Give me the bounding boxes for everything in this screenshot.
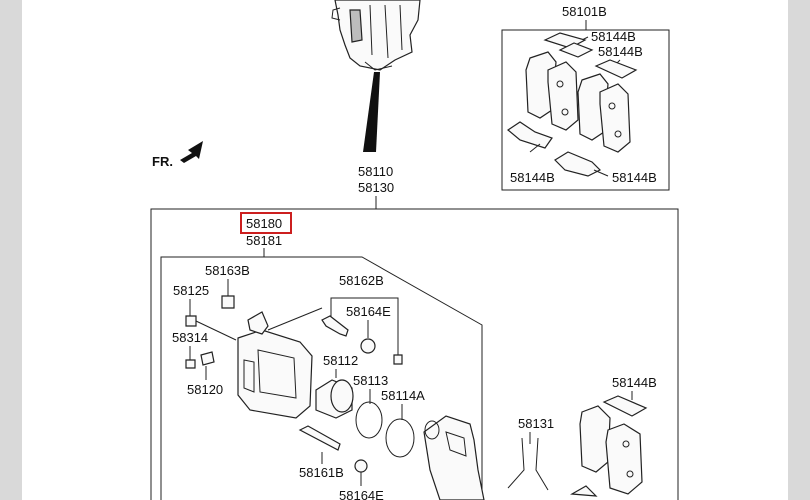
label-guide-bolt-lower: 58161B (299, 465, 344, 480)
label-bleeder-cap: 58163B (205, 263, 250, 278)
label-spring: 58131 (518, 416, 554, 431)
caliper-overview-illustration (331, 0, 421, 152)
label-guide-bolt-upper: 58162B (339, 273, 384, 288)
label-clip-b: 58144B (598, 44, 643, 59)
label-pad-kit: 58101B (562, 4, 607, 19)
direction-label: FR. (152, 154, 173, 169)
label-clip-c: 58144B (510, 170, 555, 185)
diagram-sheet (22, 0, 788, 500)
label-bolt-120: 58120 (187, 382, 223, 397)
label-clip-e: 58144B (612, 375, 657, 390)
label-caliper-lh: 58110 (358, 164, 393, 179)
label-caliper-assy-2: 58181 (246, 233, 282, 248)
caliper-assembly-box (150, 208, 679, 500)
subassembly-outline (160, 256, 483, 500)
leader-arrow (363, 72, 380, 152)
label-boot-upper: 58164E (346, 304, 391, 319)
label-piston: 58112 (323, 353, 358, 368)
label-seal-piston: 58113 (353, 373, 388, 388)
label-caliper-rh: 58130 (358, 180, 394, 195)
label-bleeder-screw: 58125 (173, 283, 209, 298)
label-clip-a: 58144B (591, 29, 636, 44)
highlight-frame (240, 212, 292, 234)
carrier-bracket (423, 415, 485, 500)
caliper-housing (237, 307, 323, 419)
pad-kit-box: 58101B 58144B 58144B 58144B 58144 (501, 4, 670, 191)
label-boot-lower: 58164E (339, 488, 384, 500)
label-clip-d: 58144B (612, 170, 657, 185)
front-direction-marker: FR. (152, 141, 203, 169)
label-caliper-assy: 58180 (246, 216, 282, 231)
label-boot-piston: 58114A (381, 388, 425, 403)
label-bolt-314: 58314 (172, 330, 208, 345)
arrow-icon (180, 141, 203, 163)
